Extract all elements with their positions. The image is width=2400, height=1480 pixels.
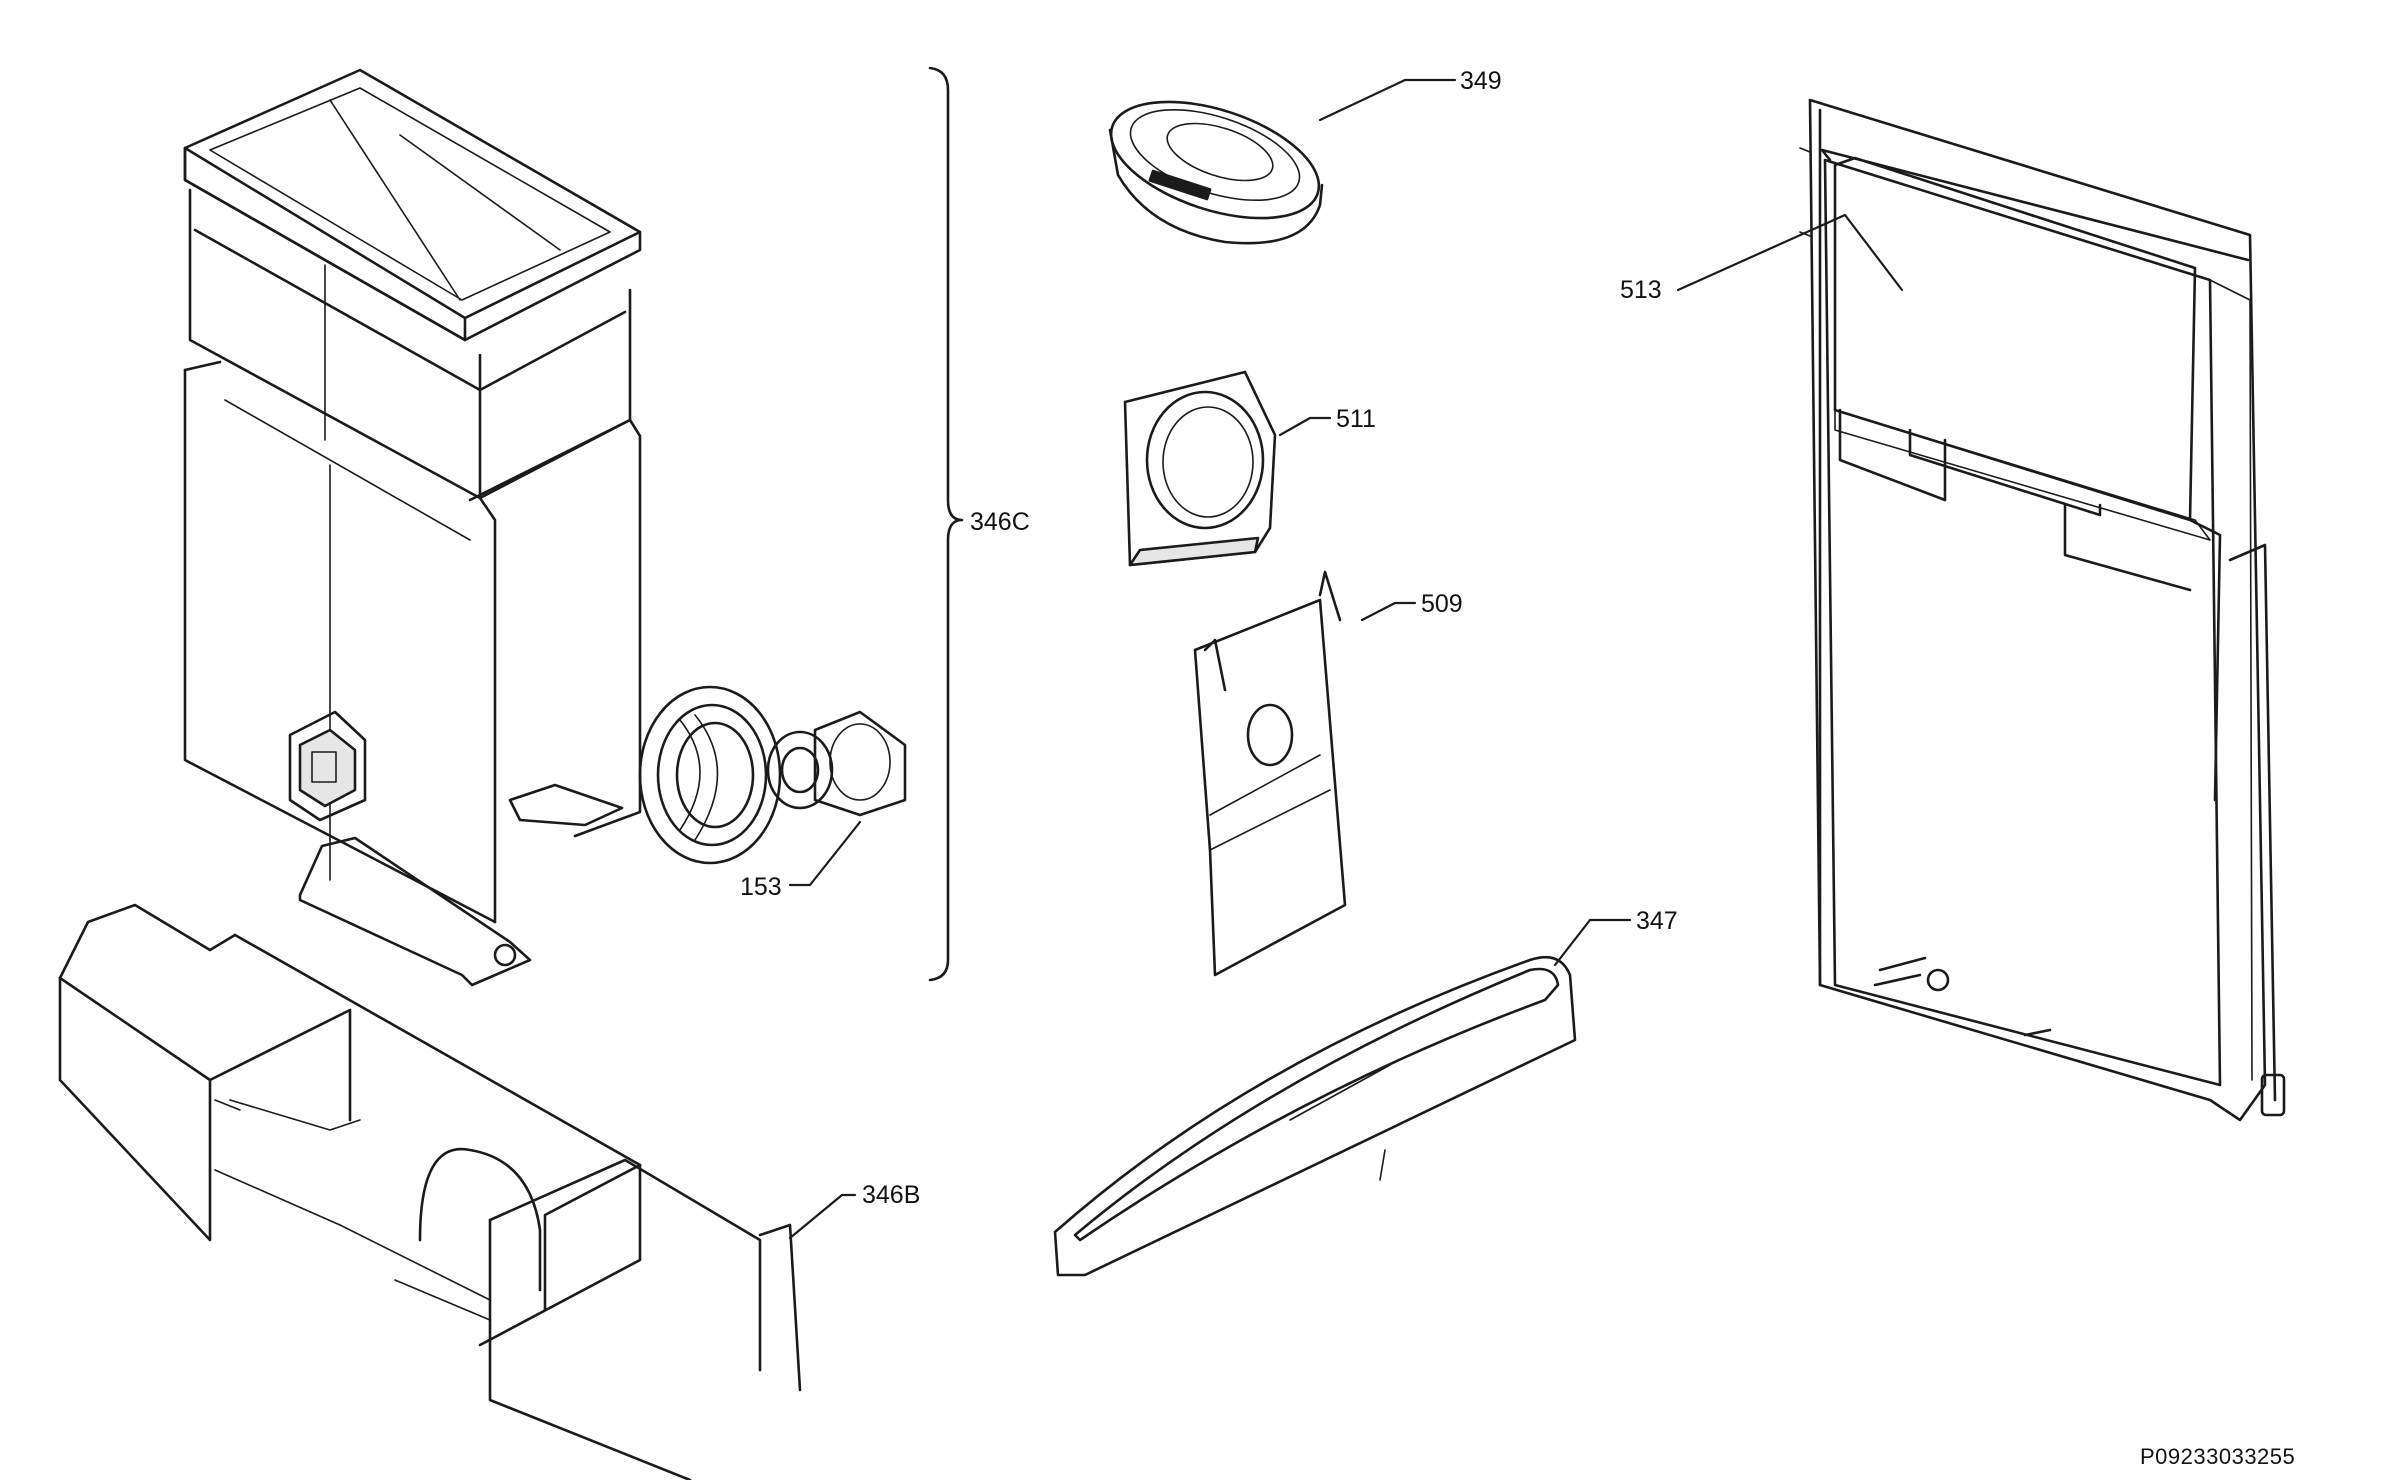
callout-511: 511 — [1336, 405, 1376, 433]
callout-347: 347 — [1636, 907, 1678, 935]
water-filter-349 — [1108, 100, 1324, 245]
door-panel-513 — [1799, 98, 2286, 1122]
water-tank-assembly — [183, 68, 642, 987]
part-511 — [1123, 370, 1277, 567]
valve-part — [766, 710, 907, 817]
callout-346c: 346C — [970, 508, 1030, 536]
callout-346b: 346B — [862, 1181, 920, 1209]
reference-code: P09233033255 — [2140, 1444, 2295, 1469]
bracket-346c — [928, 66, 964, 982]
callout-509: 509 — [1421, 590, 1463, 618]
tank-latch — [288, 710, 367, 822]
flap-509 — [1193, 570, 1347, 977]
drip-tray-347 — [1053, 955, 1577, 1277]
gasket-ring — [638, 685, 782, 865]
callout-513: 513 — [1620, 276, 1662, 304]
callout-153: 153 — [740, 873, 782, 901]
leader-lines — [788, 78, 1904, 1240]
callout-349: 349 — [1460, 67, 1502, 95]
dispenser-base-346b — [58, 903, 802, 1480]
